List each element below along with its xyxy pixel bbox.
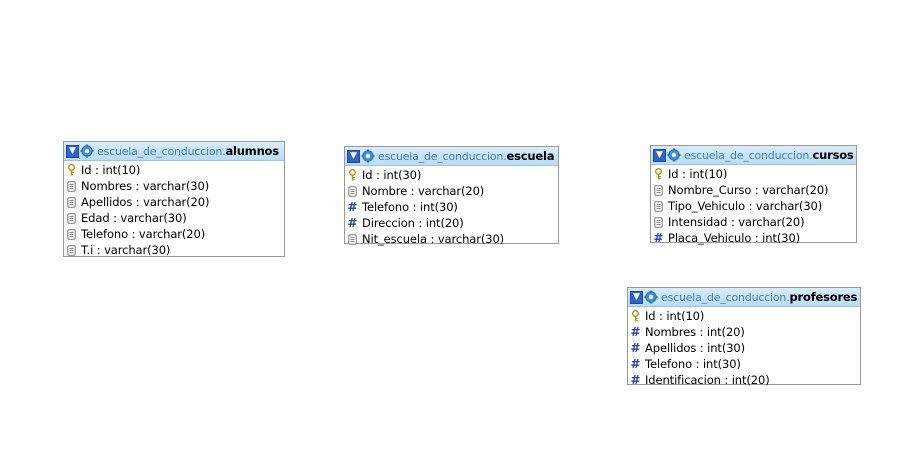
column-label: Apellidos : int(30) [645, 341, 746, 355]
column-row[interactable]: Nombres : varchar(30) [66, 178, 284, 194]
table-header[interactable]: ▼ escuela_de_conduccion.alumnos [64, 142, 284, 161]
numeric-field-icon: # [630, 324, 641, 339]
column-row[interactable]: Nombre_Curso : varchar(20) [653, 182, 856, 198]
column-label: Edad : varchar(30) [81, 211, 187, 225]
column-row[interactable]: # Telefono : int(30) [347, 199, 558, 215]
text-field-icon [66, 180, 77, 193]
gear-icon[interactable] [644, 290, 658, 304]
key-icon [66, 164, 77, 177]
gear-icon[interactable] [361, 149, 375, 163]
column-label: Direccion : int(20) [362, 216, 464, 230]
gear-icon[interactable] [80, 144, 94, 158]
schema-name: escuela_de_conduccion. [378, 149, 507, 163]
column-label: Nombre : varchar(20) [362, 184, 485, 198]
numeric-field-icon: # [653, 230, 664, 245]
column-label: Telefono : int(30) [362, 200, 458, 214]
column-row[interactable]: # Nombres : int(20) [630, 324, 860, 340]
column-row[interactable]: T.i : varchar(30) [66, 242, 284, 258]
column-label: Telefono : int(30) [645, 357, 741, 371]
numeric-field-icon: # [347, 215, 358, 230]
numeric-field-icon: # [630, 340, 641, 355]
table-cursos[interactable]: ▼ escuela_de_conduccion.cursos Id : int(… [650, 145, 857, 245]
text-field-icon [66, 212, 77, 225]
column-label: Nombres : int(20) [645, 325, 745, 339]
text-field-icon [653, 216, 664, 229]
schema-name: escuela_de_conduccion. [684, 148, 813, 162]
numeric-field-icon: # [630, 372, 641, 387]
column-row[interactable]: # Telefono : int(30) [630, 356, 860, 372]
numeric-field-icon: # [630, 356, 641, 371]
table-alumnos[interactable]: ▼ escuela_de_conduccion.alumnos Id : int… [63, 141, 285, 257]
table-name: cursos [812, 148, 854, 162]
column-label: Id : int(10) [81, 163, 141, 177]
column-row[interactable]: Id : int(30) [347, 167, 558, 183]
text-field-icon [66, 228, 77, 241]
column-label: Tipo_Vehiculo : varchar(30) [668, 199, 823, 213]
column-row[interactable]: Id : int(10) [66, 162, 284, 178]
text-field-icon [66, 244, 77, 257]
column-list: Id : int(10) # Nombres : int(20) # Apellidos… [628, 307, 860, 389]
column-row[interactable]: # Placa_Vehiculo : int(30) [653, 230, 856, 246]
column-label: Telefono : varchar(20) [81, 227, 206, 241]
collapse-toggle-icon[interactable]: ▼ [66, 144, 79, 158]
column-label: Nombre_Curso : varchar(20) [668, 183, 829, 197]
numeric-field-icon: # [347, 199, 358, 214]
column-list: Id : int(10) Nombre_Curso : varchar(20) Ti… [651, 165, 856, 247]
table-header[interactable]: ▼ escuela_de_conduccion.escuela [345, 147, 558, 166]
collapse-toggle-icon[interactable]: ▼ [653, 148, 666, 162]
column-row[interactable]: Id : int(10) [630, 308, 860, 324]
table-header[interactable]: ▼ escuela_de_conduccion.profesores [628, 288, 860, 307]
column-row[interactable]: Nombre : varchar(20) [347, 183, 558, 199]
column-row[interactable]: Intensidad : varchar(20) [653, 214, 856, 230]
column-row[interactable]: # Apellidos : int(30) [630, 340, 860, 356]
table-name: escuela [506, 149, 555, 163]
table-header[interactable]: ▼ escuela_de_conduccion.cursos [651, 146, 856, 165]
column-row[interactable]: Edad : varchar(30) [66, 210, 284, 226]
column-row[interactable]: # Direccion : int(20) [347, 215, 558, 231]
column-label: Nit_escuela : varchar(30) [362, 232, 505, 246]
column-row[interactable]: Tipo_Vehiculo : varchar(30) [653, 198, 856, 214]
schema-name: escuela_de_conduccion. [661, 290, 790, 304]
collapse-toggle-icon[interactable]: ▼ [630, 290, 643, 304]
table-name: profesores [789, 290, 858, 304]
key-icon [347, 169, 358, 182]
column-row[interactable]: # Identificacion : int(20) [630, 372, 860, 388]
gear-icon[interactable] [667, 148, 681, 162]
text-field-icon [347, 185, 358, 198]
column-row[interactable]: Id : int(10) [653, 166, 856, 182]
column-row[interactable]: Telefono : varchar(20) [66, 226, 284, 242]
table-escuela[interactable]: ▼ escuela_de_conduccion.escuela Id : int… [344, 146, 559, 246]
key-icon [630, 310, 641, 323]
column-label: Apellidos : varchar(20) [81, 195, 210, 209]
column-row[interactable]: Nit_escuela : varchar(30) [347, 231, 558, 247]
column-label: Identificacion : int(20) [645, 373, 770, 387]
column-label: Id : int(10) [645, 309, 705, 323]
collapse-toggle-icon[interactable]: ▼ [347, 149, 360, 163]
column-row[interactable]: Apellidos : varchar(20) [66, 194, 284, 210]
text-field-icon [66, 196, 77, 209]
key-icon [653, 168, 664, 181]
column-label: Id : int(30) [362, 168, 422, 182]
table-profesores[interactable]: ▼ escuela_de_conduccion.profesores Id : … [627, 287, 861, 387]
column-list: Id : int(30) Nombre : varchar(20) # Telefon… [345, 166, 558, 248]
column-label: Placa_Vehiculo : int(30) [668, 231, 801, 245]
column-label: Nombres : varchar(30) [81, 179, 210, 193]
column-label: T.i : varchar(30) [81, 243, 171, 257]
text-field-icon [347, 233, 358, 246]
column-label: Id : int(10) [668, 167, 728, 181]
schema-name: escuela_de_conduccion. [97, 144, 226, 158]
column-list: Id : int(10) Nombres : varchar(30) Apellid… [64, 161, 284, 259]
table-name: alumnos [225, 144, 280, 158]
text-field-icon [653, 184, 664, 197]
column-label: Intensidad : varchar(20) [668, 215, 805, 229]
text-field-icon [653, 200, 664, 213]
